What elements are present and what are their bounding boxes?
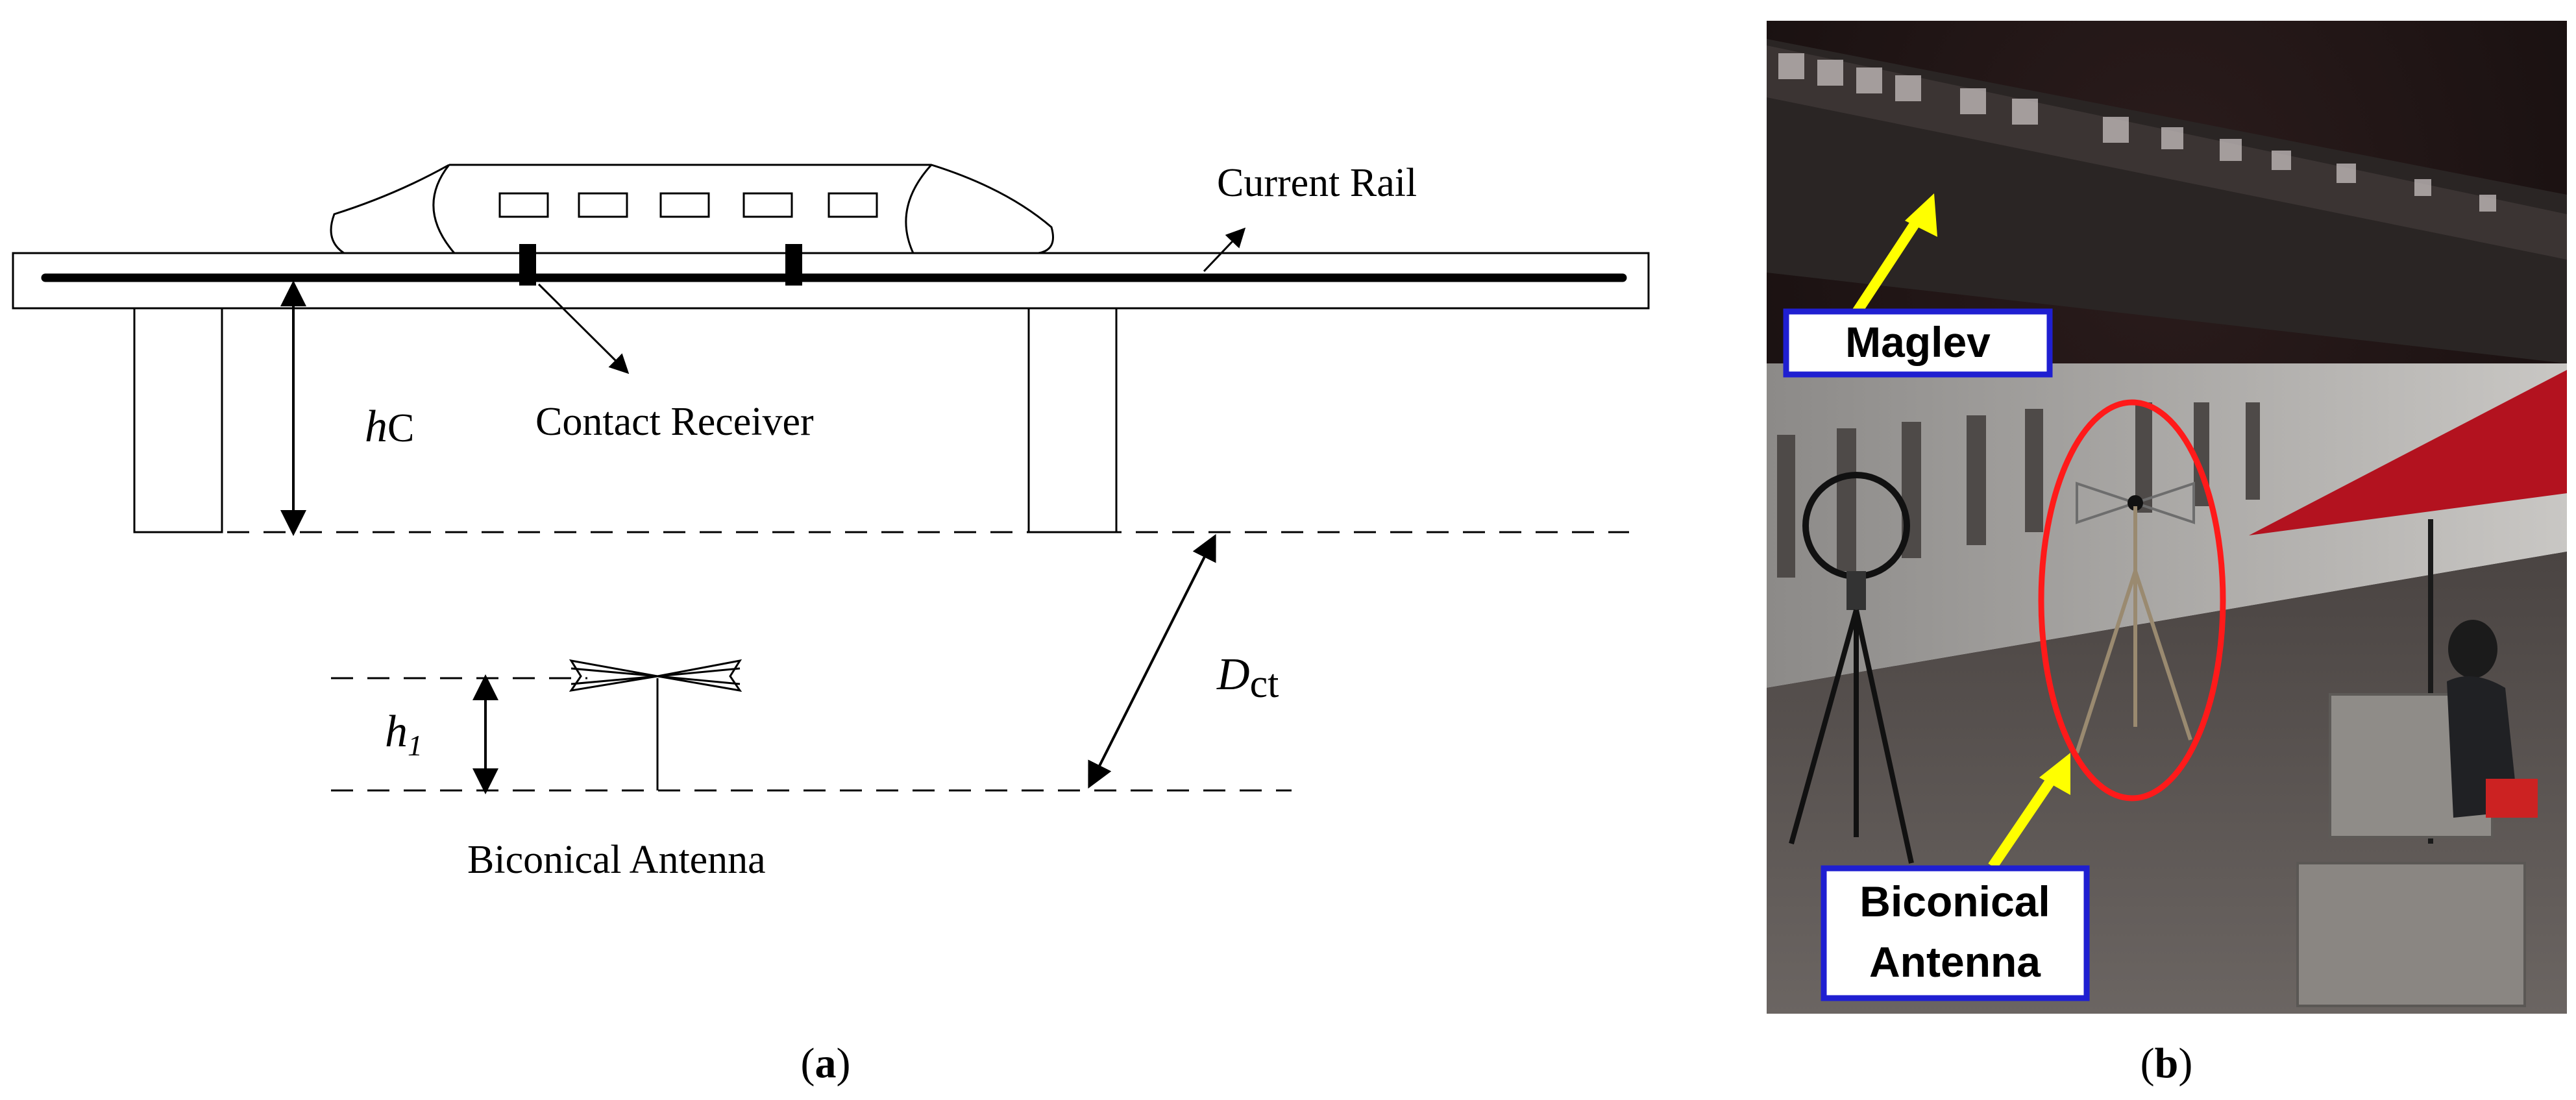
maglev-label: Maglev xyxy=(1845,318,1991,366)
train-window xyxy=(828,192,878,218)
maglev-train xyxy=(330,164,1054,254)
train-window xyxy=(578,192,628,218)
antenna-label-box: Biconical Antenna xyxy=(1821,865,2090,1001)
left-pier xyxy=(133,307,223,533)
train-windows xyxy=(498,192,878,218)
yellow-arrows xyxy=(1852,193,2070,870)
field-photo xyxy=(1767,21,2567,1014)
caption-b: (b) xyxy=(2141,1040,2193,1087)
caption-a: (a) xyxy=(801,1040,851,1087)
contact-receiver-label: Contact Receiver xyxy=(535,400,814,444)
hc-label: hC xyxy=(365,402,414,452)
contact-receiver xyxy=(519,244,536,286)
train-front-left-curve xyxy=(432,164,456,254)
antenna-label-line2: Antenna xyxy=(1869,938,2041,986)
train-nose-left xyxy=(330,164,454,254)
train-lights xyxy=(1778,53,2496,212)
dct-arrow xyxy=(1088,533,1216,789)
right-pier xyxy=(1027,307,1118,533)
maglev-yellow-arrow xyxy=(1852,211,1926,316)
antenna-highlight-ellipse xyxy=(2038,399,2226,801)
train-window xyxy=(742,192,793,218)
maglev-label-box: Maglev xyxy=(1783,308,2053,378)
current-rail-leader xyxy=(1203,227,1246,273)
train-window xyxy=(498,192,549,218)
biconical-antenna-label: Biconical Antenna xyxy=(467,838,766,882)
panel-a: Current Rail Contact Receiver hC h1 Dct … xyxy=(12,161,1650,1087)
train-window xyxy=(659,192,710,218)
contact-receiver xyxy=(785,244,802,286)
train-nose-right xyxy=(449,164,1054,254)
panel-b: Maglev Biconical Antenna (b) xyxy=(1767,21,2567,1087)
dct-label: Dct xyxy=(1216,650,1279,706)
wall-slots xyxy=(1777,402,2260,578)
h1-label: h1 xyxy=(385,707,423,762)
contact-receiver-leader xyxy=(537,283,630,374)
train-front-right-curve xyxy=(905,164,933,254)
antenna-label-line1: Biconical xyxy=(1859,877,2050,925)
biconical-antenna-icon xyxy=(569,659,742,790)
current-rail-label: Current Rail xyxy=(1217,161,1417,205)
antenna-yellow-arrow xyxy=(1988,772,2059,870)
